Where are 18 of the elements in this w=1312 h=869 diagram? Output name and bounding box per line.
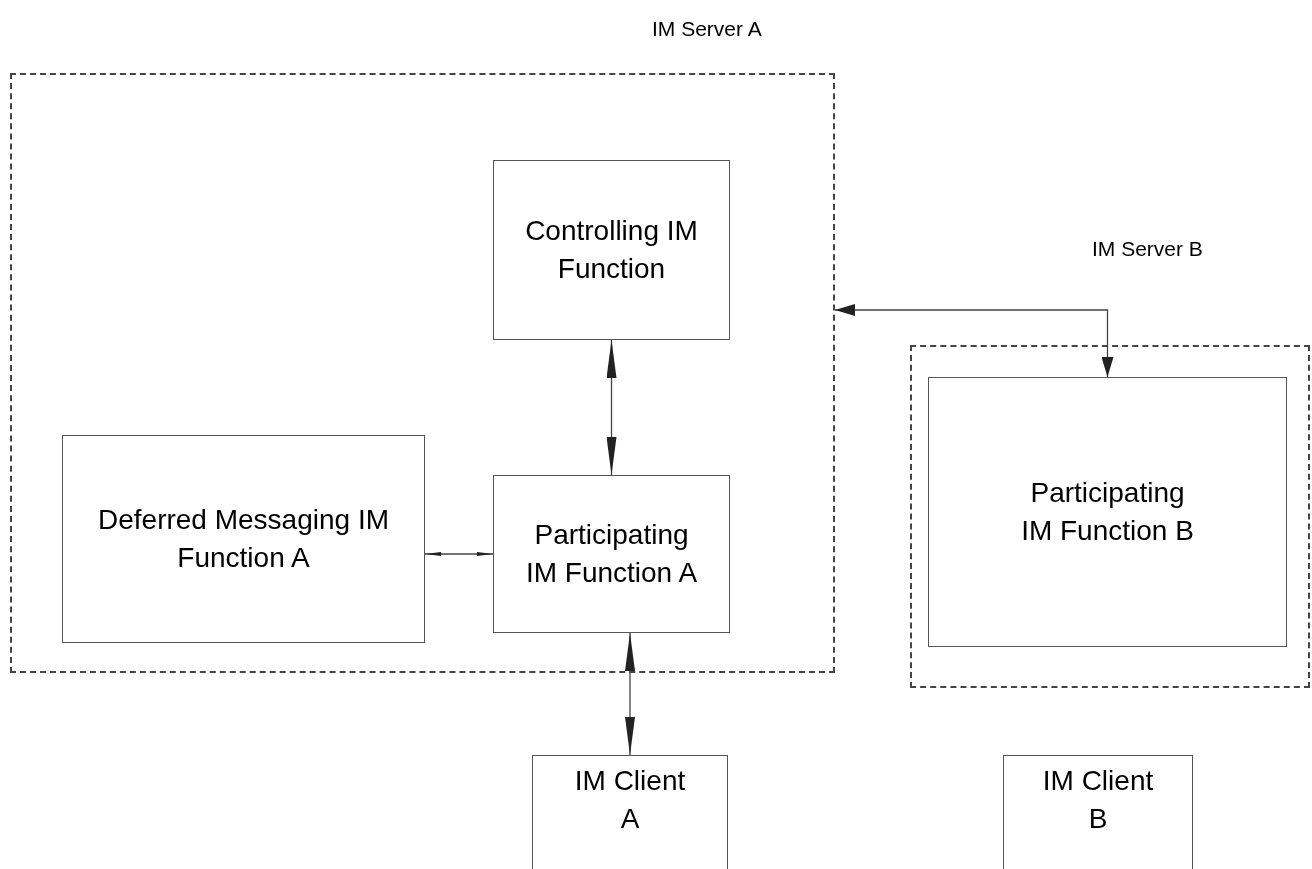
box-label: IM Client A [573, 764, 687, 836]
connector-arrow [424, 552, 494, 556]
server-label: IM Server B [1092, 237, 1203, 261]
function-box [928, 377, 1287, 647]
function-box [493, 160, 730, 340]
box-label: Participating IM Function A [524, 518, 699, 590]
connector-arrow [606, 339, 617, 476]
box-label: Deferred Messaging IM Function A [97, 503, 390, 575]
function-box [493, 475, 730, 633]
client-box [1003, 755, 1193, 869]
function-box [62, 435, 425, 643]
connector-arrow [625, 632, 635, 756]
box-label: IM Client B [1041, 764, 1155, 836]
server-label: IM Server A [652, 17, 762, 41]
connector-arrow [834, 304, 1114, 378]
box-label: Controlling IM Function [524, 214, 699, 286]
client-box [532, 755, 728, 869]
box-label: Participating IM Function B [1020, 476, 1195, 548]
